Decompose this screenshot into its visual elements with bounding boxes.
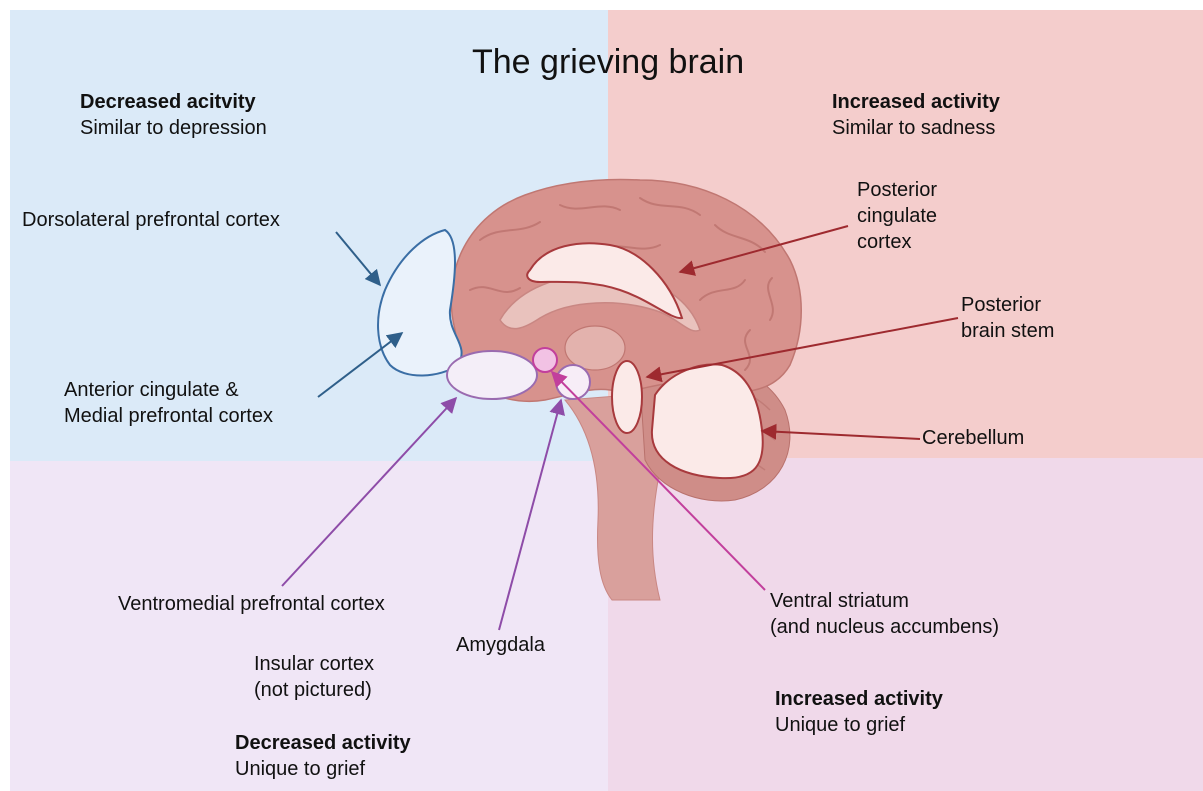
label-insular-line1: Insular cortex xyxy=(254,651,374,677)
region-brainstem xyxy=(612,361,642,433)
label-cerebellum: Cerebellum xyxy=(922,425,1024,451)
region-vmpfc xyxy=(447,351,537,399)
label-ventral-line1: Ventral striatum xyxy=(770,588,909,614)
label-brainstem-line1: Posterior xyxy=(961,292,1041,318)
label-brainstem-line2: brain stem xyxy=(961,318,1054,344)
arrow-dlpfc xyxy=(336,232,380,285)
diagram-title: The grieving brain xyxy=(472,42,744,82)
label-ventral-line2: (and nucleus accumbens) xyxy=(770,614,999,640)
heading-top-right: Increased activity xyxy=(832,89,1000,115)
label-acc-line1: Anterior cingulate & xyxy=(64,377,239,403)
subheading-top-left: Similar to depression xyxy=(80,115,267,141)
heading-bottom-right: Increased activity xyxy=(775,686,943,712)
label-amygdala: Amygdala xyxy=(456,632,545,658)
label-pcc-line2: cingulate xyxy=(857,203,937,229)
region-cerebellum xyxy=(652,364,763,478)
label-insular-line2: (not pictured) xyxy=(254,677,372,703)
region-ventral-striatum xyxy=(533,348,557,372)
arrow-vmpfc xyxy=(282,398,456,586)
subheading-bottom-right: Unique to grief xyxy=(775,712,905,738)
heading-bottom-left: Decreased activity xyxy=(235,730,411,756)
label-pcc-line1: Posterior xyxy=(857,177,937,203)
arrow-amygdala xyxy=(499,400,561,630)
label-vmpfc: Ventromedial prefrontal cortex xyxy=(118,591,385,617)
thalamus xyxy=(565,326,625,370)
label-dlpfc: Dorsolateral prefrontal cortex xyxy=(22,207,280,233)
label-pcc-line3: cortex xyxy=(857,229,911,255)
label-acc-line2: Medial prefrontal cortex xyxy=(64,403,273,429)
subheading-bottom-left: Unique to grief xyxy=(235,756,365,782)
subheading-top-right: Similar to sadness xyxy=(832,115,995,141)
region-dlpfc xyxy=(378,230,462,376)
heading-top-left: Decreased acitvity xyxy=(80,89,256,115)
